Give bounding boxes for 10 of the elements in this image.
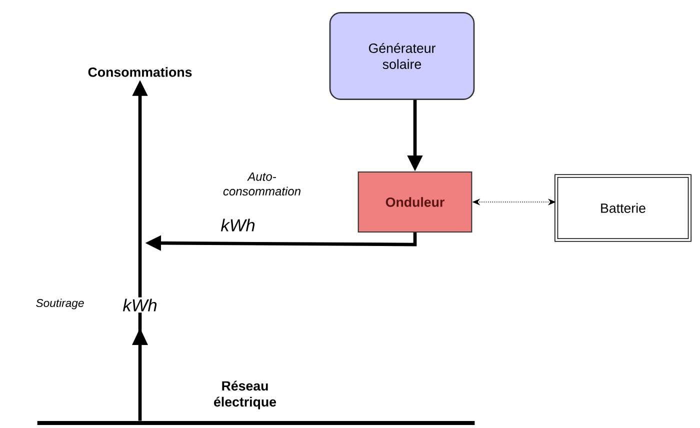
unit-label: kWh xyxy=(220,218,255,232)
output-label: Consommations xyxy=(88,67,192,77)
generator-box: Générateur solaire xyxy=(329,12,475,100)
grid-bar xyxy=(37,421,475,425)
inverter-box: Onduleur xyxy=(358,171,472,233)
bar-caption: Réseau électrique xyxy=(214,380,276,410)
edge-label: Auto-consommation xyxy=(223,172,300,196)
battery-box: Batterie xyxy=(554,174,692,242)
flow-label: Soutirage xyxy=(36,298,84,310)
edge-label: kWh xyxy=(122,298,157,312)
